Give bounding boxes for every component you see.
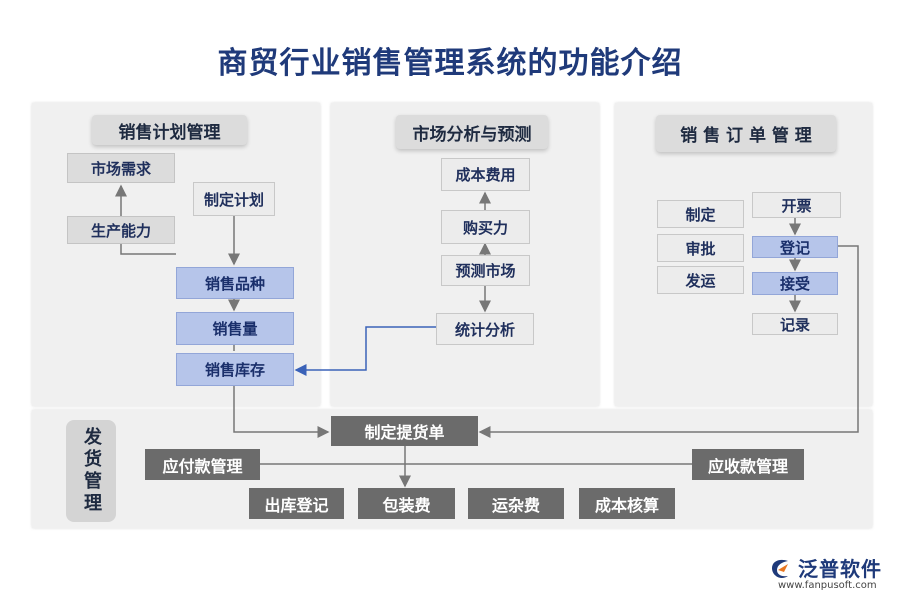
make-order-box: 制定 (657, 200, 744, 228)
logo-url[interactable]: www.fanpusoft.com (778, 580, 877, 591)
sales-variety-box: 销售品种 (176, 267, 294, 299)
market-analysis-heading: 市场分析与预测 (396, 115, 548, 149)
misc-freight-box: 运杂费 (468, 488, 564, 519)
forecast-market-box: 预测市场 (441, 255, 530, 286)
sales-volume-box: 销售量 (176, 312, 294, 345)
logo-name: 泛普软件 (798, 557, 882, 581)
accept-box: 接受 (752, 272, 838, 295)
logo-mark-icon (772, 559, 788, 578)
cost-accounting-box: 成本核算 (579, 488, 675, 519)
delivery-side-label: 发货管理 (66, 420, 116, 522)
production-capacity-box: 生产能力 (67, 216, 175, 244)
record-box: 记录 (752, 313, 838, 335)
register-box: 登记 (752, 236, 838, 258)
fanpusoft-logo[interactable]: 泛普软件 (768, 553, 882, 582)
approve-box: 审批 (657, 234, 744, 262)
sales-inventory-box: 销售库存 (176, 353, 294, 386)
packaging-fee-box: 包装费 (358, 488, 455, 519)
market-demand-box: 市场需求 (67, 153, 175, 183)
page-title: 商贸行业销售管理系统的功能介绍 (217, 46, 683, 81)
outbound-register-box: 出库登记 (249, 488, 344, 519)
receivables-box: 应收款管理 (692, 449, 804, 480)
make-plan-box: 制定计划 (193, 182, 275, 216)
sales-plan-heading: 销售计划管理 (92, 115, 247, 145)
statistical-analysis-box: 统计分析 (436, 313, 534, 345)
sales-order-heading: 销 售 订 单 管 理 (656, 115, 836, 152)
make-delivery-note-box: 制定提货单 (331, 416, 478, 446)
purchasing-power-box: 购买力 (441, 210, 530, 244)
invoice-box: 开票 (752, 192, 841, 218)
payables-box: 应付款管理 (145, 449, 260, 480)
cost-box: 成本费用 (441, 158, 530, 191)
ship-box: 发运 (657, 266, 744, 294)
